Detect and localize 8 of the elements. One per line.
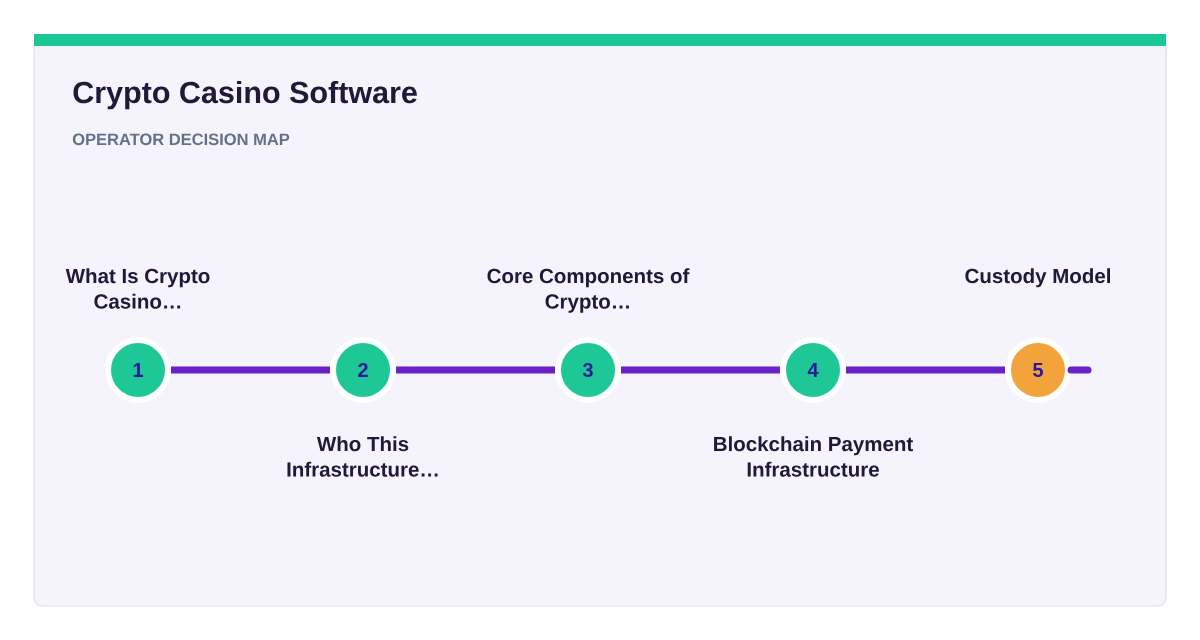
step-label: Blockchain Payment Infrastructure: [714, 436, 913, 477]
connector-line: [1067, 366, 1092, 374]
subtitle: OPERATOR DECISION MAP: [72, 133, 290, 146]
step-label: Core Components of Crypto…: [487, 268, 690, 313]
title: Crypto Casino Software: [73, 80, 417, 110]
step-label: Who This Infrastructure…: [287, 436, 438, 477]
step-label: Custody Model: [965, 268, 1110, 288]
step-label: What Is Crypto Casino…: [65, 268, 210, 309]
